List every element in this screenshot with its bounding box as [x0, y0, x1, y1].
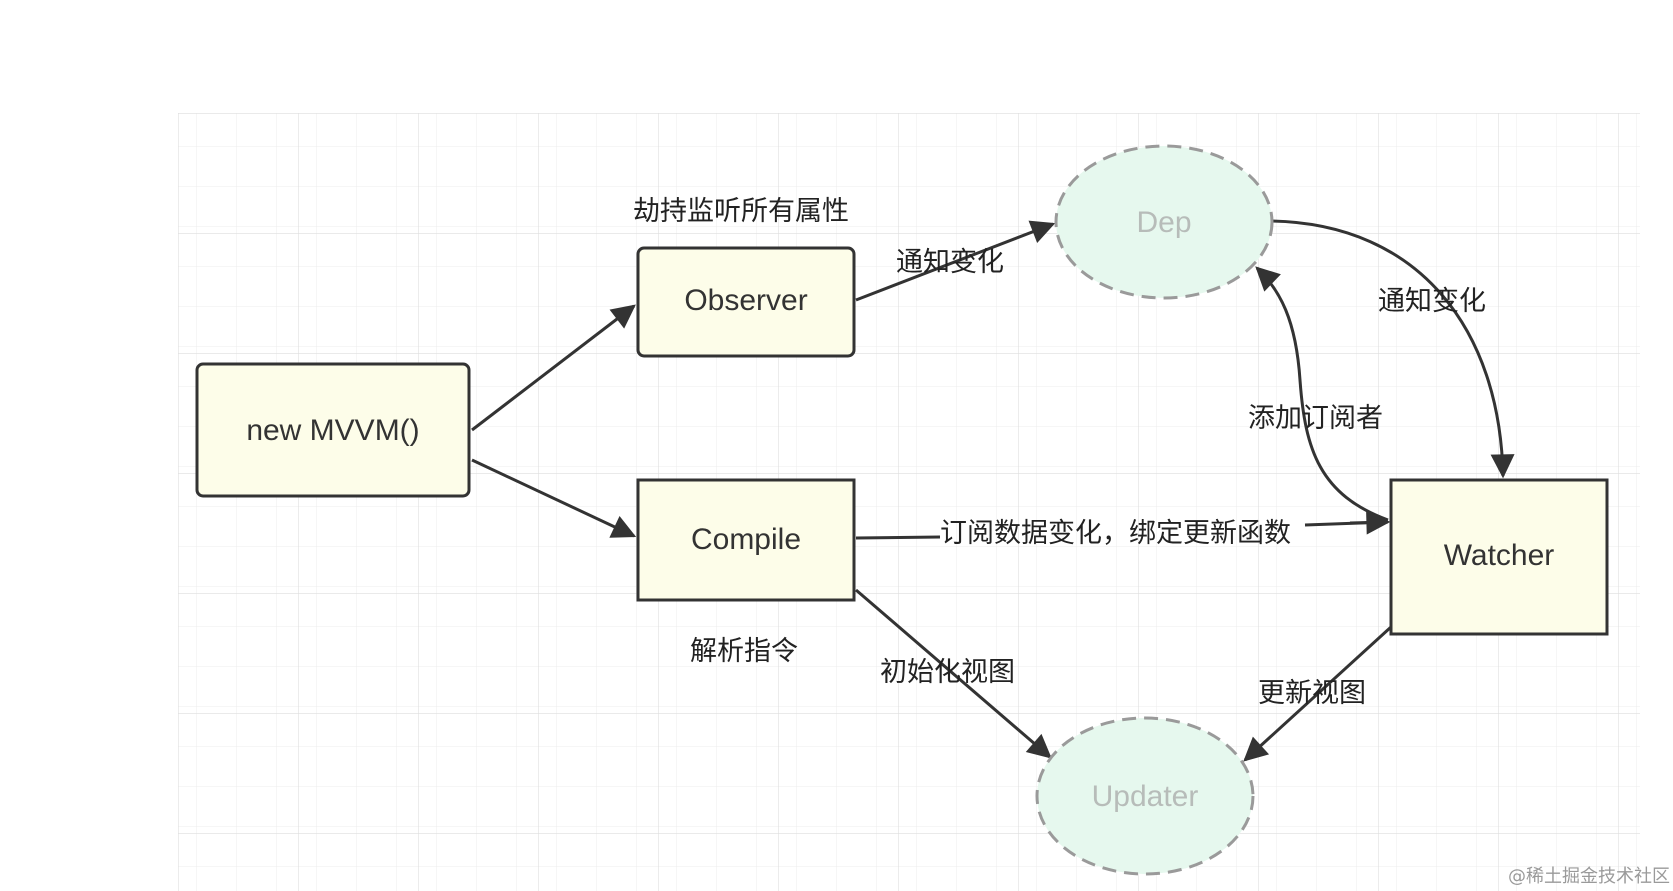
node-mvvm-label: new MVVM()	[246, 414, 419, 447]
watermark: @稀土掘金技术社区	[1508, 866, 1670, 887]
edge-mvvm-to-observer	[471, 304, 636, 432]
label-watcher-to-dep: 添加订阅者	[1248, 403, 1383, 434]
node-observer-label: Observer	[684, 284, 807, 317]
label-observer-to-dep: 通知变化	[896, 247, 1004, 278]
node-mvvm[interactable]: new MVVM()	[195, 362, 471, 498]
label-watcher-to-updater: 更新视图	[1258, 678, 1366, 709]
node-dep-label: Dep	[1136, 206, 1191, 239]
edge-compile-to-watcher-head	[1349, 510, 1391, 535]
label-compile-to-watcher: 订阅数据变化，绑定更新函数	[940, 518, 1291, 549]
node-dep[interactable]: Dep	[1054, 144, 1274, 300]
edge-watcher-to-updater	[1243, 625, 1393, 762]
node-compile-label: Compile	[691, 523, 801, 556]
edge-observer-to-dep	[855, 220, 1056, 302]
edge-compile-to-updater	[855, 588, 1052, 759]
label-observer-note: 劫持监听所有属性	[633, 196, 849, 227]
edge-watcher-to-dep	[1255, 266, 1389, 522]
node-updater-label: Updater	[1092, 780, 1199, 813]
node-compile[interactable]: Compile	[636, 478, 856, 602]
edge-dep-to-watcher	[1271, 219, 1515, 479]
node-updater[interactable]: Updater	[1035, 716, 1255, 876]
label-compile-note: 解析指令	[690, 636, 798, 667]
label-dep-to-watcher: 通知变化	[1378, 286, 1486, 317]
edge-mvvm-to-compile	[471, 458, 637, 538]
label-compile-to-updater: 初始化视图	[880, 657, 1015, 688]
node-watcher[interactable]: Watcher	[1389, 478, 1609, 636]
node-watcher-label: Watcher	[1444, 539, 1555, 572]
node-observer[interactable]: Observer	[636, 246, 856, 358]
